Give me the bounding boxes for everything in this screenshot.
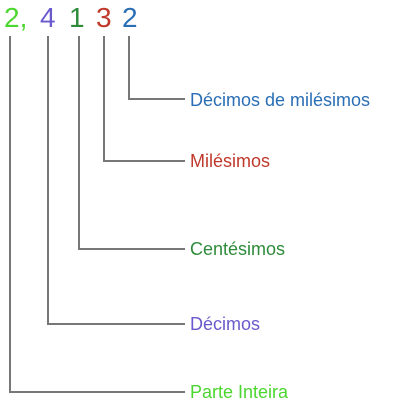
label-tenths: Décimos — [190, 314, 261, 334]
label-ten-thousandths: Décimos de milésimos — [190, 90, 371, 110]
label-integer: Parte Inteira — [190, 382, 289, 402]
leader-integer — [9, 36, 185, 393]
digit-integer: 2, — [4, 2, 28, 33]
digit-hundredths: 1 — [69, 2, 85, 33]
digit-ten-thousandths: 2 — [122, 2, 138, 33]
leader-thousandths — [103, 36, 185, 162]
label-hundredths: Centésimos — [190, 239, 286, 259]
leader-ten-thousandths — [128, 36, 185, 100]
leader-hundredths — [78, 36, 185, 250]
digit-thousandths: 3 — [96, 2, 112, 33]
digit-tenths: 4 — [40, 2, 56, 33]
leader-tenths — [47, 36, 185, 325]
label-thousandths: Milésimos — [190, 151, 271, 171]
